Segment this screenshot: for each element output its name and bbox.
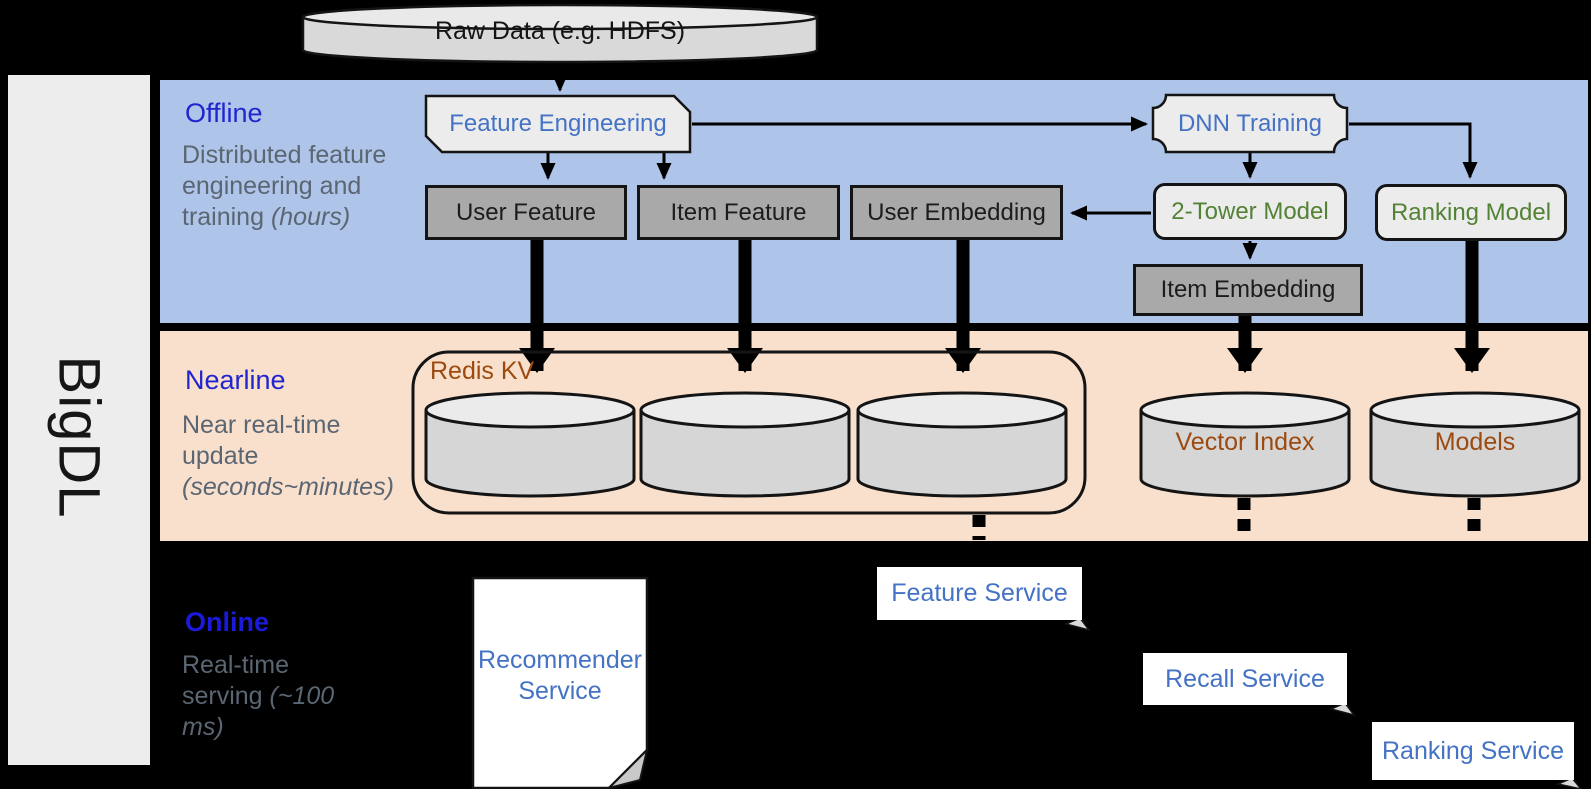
nearline-desc-italic: (seconds~minutes) (182, 473, 394, 501)
offline-section-title: Offline (185, 98, 263, 128)
recommender-service-line2: Service (518, 677, 602, 705)
bigdl-logo: BigDL (46, 355, 112, 519)
nearline-section-title: Nearline (185, 365, 286, 395)
ranking-service-node: Ranking Service (1372, 722, 1574, 780)
feature-engineering-node: Feature Engineering (449, 110, 667, 137)
offline-desc-italic: (hours) (270, 203, 351, 231)
offline-section-desc: Distributed feature engineering and trai… (182, 140, 400, 233)
offline-desc-text: Distributed feature engineering and trai… (182, 141, 387, 231)
two-tower-model-node: 2-Tower Model (1153, 183, 1347, 240)
bigdl-sidebar (8, 75, 150, 765)
models-label: Models (1434, 428, 1516, 456)
nearline-desc-text: Near real-time update (182, 411, 341, 470)
online-section-desc: Real-time serving (~100 ms) (182, 650, 367, 743)
user-embedding-node: User Embedding (850, 185, 1063, 240)
recommender-service-label: Recommender Service (473, 645, 647, 707)
online-desc-text: Real-time serving (182, 651, 289, 710)
recommender-service-line1: Recommender (478, 646, 642, 674)
raw-data-node: Raw Data (e.g. HDFS) (434, 16, 686, 45)
recall-service-node: Recall Service (1143, 653, 1347, 705)
item-feature-node: Item Feature (637, 185, 840, 240)
feature-service-node: Feature Service (877, 567, 1082, 620)
dnn-training-node: DNN Training (1177, 109, 1323, 137)
dashed-arrowhead-featureservice (961, 542, 997, 564)
online-section-title: Online (185, 607, 270, 637)
online-desc-italic: (~100 ms) (182, 682, 335, 741)
ranking-model-node: Ranking Model (1375, 184, 1567, 241)
vector-index-label: Vector Index (1175, 428, 1315, 456)
user-feature-node: User Feature (425, 185, 627, 240)
redis-kv-label: Redis KV (430, 357, 535, 385)
item-embedding-node: Item Embedding (1133, 264, 1363, 316)
nearline-section-desc: Near real-time update (seconds~minutes) (182, 410, 402, 503)
